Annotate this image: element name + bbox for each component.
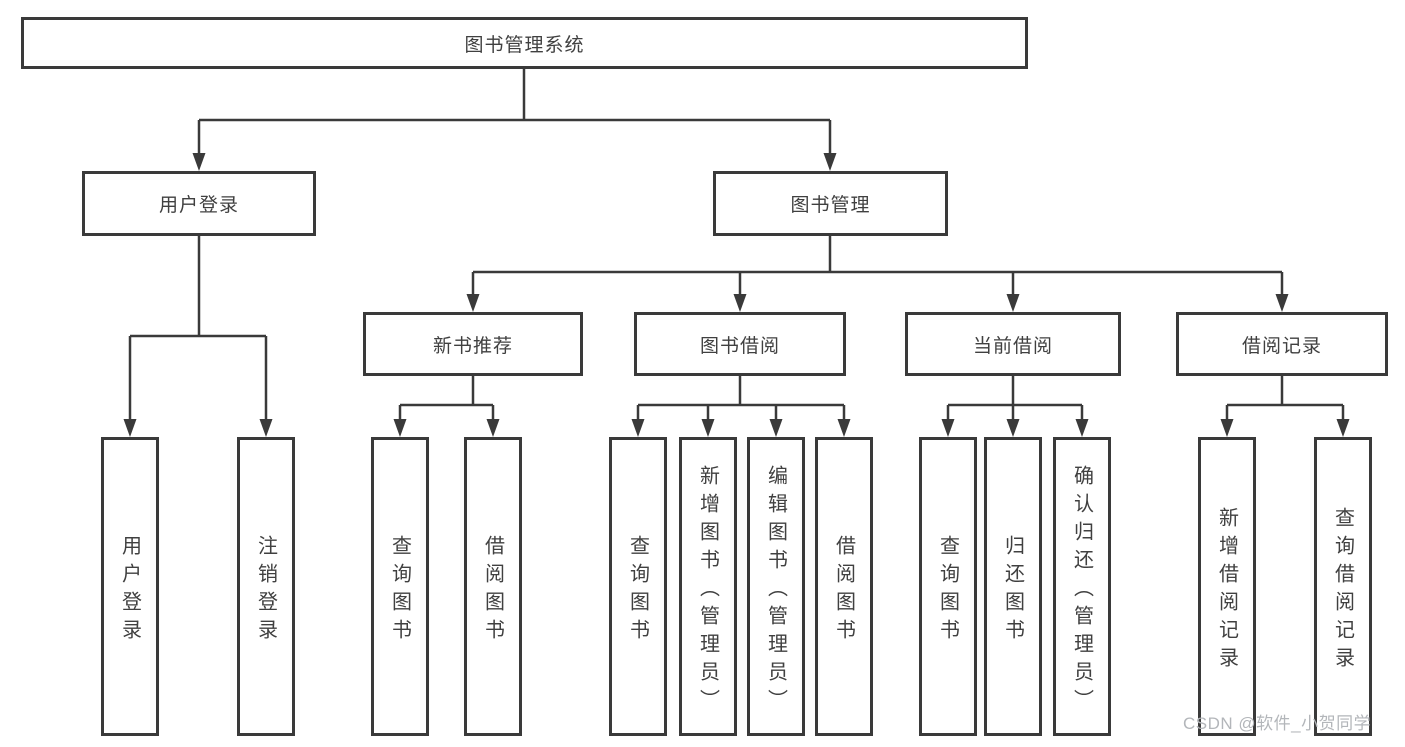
node-user-login: 用户登录 <box>82 171 316 236</box>
node-label: 新书推荐 <box>432 335 513 357</box>
csdn-watermark: CSDN @软件_小贺同学 <box>1183 714 1372 733</box>
node-label: 图书管理系统 <box>464 34 585 56</box>
leaf-query-book-borrow: 查询图书 <box>609 437 667 736</box>
leaf-add-borrow-record: 新增借阅记录 <box>1198 437 1256 736</box>
leaf-confirm-return-admin: 确认归还（管理员） <box>1053 437 1111 736</box>
node-library-management-system: 图书管理系统 <box>21 17 1028 69</box>
node-current-borrow: 当前借阅 <box>905 312 1121 376</box>
node-label: 图书管理 <box>790 195 871 216</box>
leaf-label: 查询借阅记录 <box>1331 506 1354 675</box>
node-label: 用户登录 <box>158 195 239 216</box>
leaf-label: 新增借阅记录 <box>1215 506 1238 675</box>
node-book-borrow: 图书借阅 <box>634 312 846 376</box>
leaf-label: 借阅图书 <box>832 534 855 647</box>
leaf-query-book-current: 查询图书 <box>919 437 977 736</box>
leaf-label: 编辑图书（管理员） <box>764 464 787 717</box>
leaf-edit-book-admin: 编辑图书（管理员） <box>747 437 805 736</box>
leaf-label: 新增图书（管理员） <box>696 464 719 717</box>
leaf-label: 确认归还（管理员） <box>1070 464 1093 717</box>
leaf-borrow-book-recommend: 借阅图书 <box>464 437 522 736</box>
leaf-label: 借阅图书 <box>481 534 504 647</box>
leaf-add-book-admin: 新增图书（管理员） <box>679 437 737 736</box>
node-new-book-recommend: 新书推荐 <box>363 312 583 376</box>
node-book-management: 图书管理 <box>713 171 948 236</box>
leaf-user-login: 用户登录 <box>101 437 159 736</box>
leaf-return-book: 归还图书 <box>984 437 1042 736</box>
leaf-logout: 注销登录 <box>237 437 295 736</box>
leaf-label: 查询图书 <box>388 534 411 647</box>
leaf-query-borrow-record: 查询借阅记录 <box>1314 437 1372 736</box>
leaf-label: 查询图书 <box>626 534 649 647</box>
leaf-label: 查询图书 <box>936 534 959 647</box>
node-label: 借阅记录 <box>1241 335 1322 357</box>
leaf-query-book-recommend: 查询图书 <box>371 437 429 736</box>
node-label: 当前借阅 <box>972 335 1053 357</box>
arrowheads <box>123 153 1350 437</box>
leaf-label: 归还图书 <box>1001 534 1024 647</box>
leaf-label: 注销登录 <box>254 534 277 647</box>
node-label: 图书借阅 <box>699 335 780 357</box>
leaf-label: 用户登录 <box>118 534 141 647</box>
leaf-borrow-book: 借阅图书 <box>815 437 873 736</box>
node-borrow-records: 借阅记录 <box>1176 312 1388 376</box>
